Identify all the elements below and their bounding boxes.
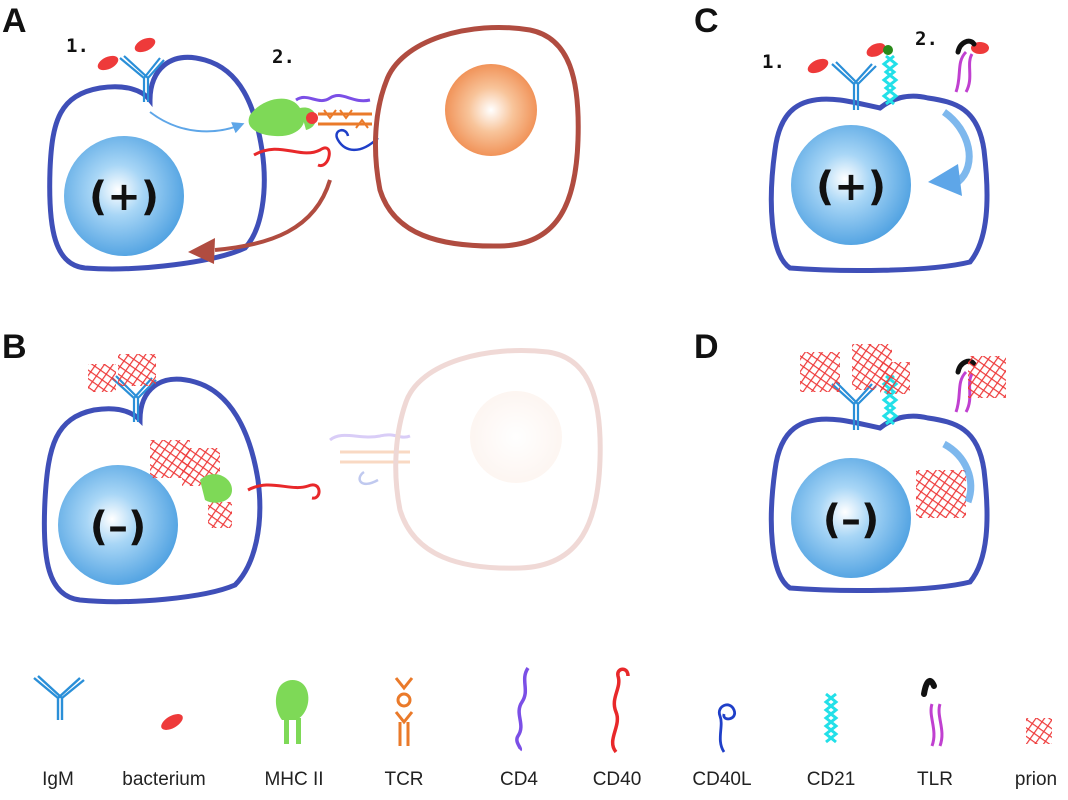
legend-icon-tlr bbox=[921, 677, 944, 747]
step-1-label-a: 1. bbox=[66, 35, 89, 57]
t-cell-membrane-a bbox=[372, 25, 581, 249]
legend-icon-bacterium bbox=[161, 714, 183, 730]
panel-letter-a: A bbox=[2, 2, 27, 40]
nucleus-a bbox=[64, 136, 184, 256]
nucleus-c bbox=[791, 125, 911, 245]
bacterium-a bbox=[97, 37, 156, 71]
legend-label-prion: prion bbox=[1015, 769, 1057, 790]
panel-c: C 1. 2. (+) bbox=[694, 2, 990, 273]
t-cell-help-arrow-a bbox=[214, 179, 332, 252]
b-cell-membrane-c bbox=[768, 93, 990, 273]
b-cell-membrane-a bbox=[47, 54, 267, 272]
legend-label-igm: IgM bbox=[42, 769, 74, 790]
b-cell-membrane-b bbox=[41, 376, 263, 605]
t-cell-nucleus-a bbox=[445, 64, 537, 156]
igm-receptor-a bbox=[119, 55, 165, 102]
cd21-receptor-c bbox=[881, 54, 899, 106]
legend-label-cd4: CD4 bbox=[500, 769, 538, 790]
signal-arrow-c bbox=[941, 109, 973, 185]
legend-icon-cd4 bbox=[515, 667, 530, 752]
complement-c3d-c bbox=[883, 45, 893, 55]
b-cell-membrane-d bbox=[768, 413, 990, 593]
panel-letter-d: D bbox=[694, 328, 719, 366]
internalization-arrow-a bbox=[149, 111, 245, 134]
panel-d: D (–) bbox=[694, 328, 1006, 593]
nucleus-sign-a: (+) bbox=[89, 174, 159, 220]
legend-icon-cd40l bbox=[717, 703, 737, 753]
legend-icon-cd21 bbox=[823, 692, 839, 744]
faded-t-cell-b bbox=[329, 347, 603, 571]
tlr-receptor-c bbox=[954, 38, 977, 93]
prion-aggregates-d bbox=[800, 344, 1006, 518]
panel-a: A 1. 2. (+) bbox=[2, 2, 581, 272]
mhc2-b bbox=[200, 474, 232, 503]
panel-letter-b: B bbox=[2, 328, 27, 366]
legend-label-cd40: CD40 bbox=[593, 769, 642, 790]
synapse-molecules-a bbox=[248, 94, 379, 167]
legend-label-tcr: TCR bbox=[384, 769, 423, 790]
legend-label-mhc2: MHC II bbox=[264, 769, 323, 790]
legend: IgM bacterium MHC II TCR CD4 CD40 CD40L … bbox=[33, 667, 1057, 790]
nucleus-sign-b: (–) bbox=[90, 504, 147, 550]
legend-icon-igm bbox=[33, 675, 85, 720]
nucleus-sign-d: (–) bbox=[823, 497, 880, 543]
panel-letter-c: C bbox=[694, 2, 719, 40]
igm-receptor-c bbox=[831, 61, 877, 110]
legend-icon-prion bbox=[1026, 718, 1052, 744]
nucleus-b bbox=[58, 465, 178, 585]
cd40-b bbox=[247, 483, 321, 500]
signal-arrow-d bbox=[942, 440, 975, 504]
legend-label-bacterium: bacterium bbox=[122, 769, 205, 790]
step-2-label-c: 2. bbox=[915, 28, 938, 50]
t-cell-help-arrowhead-a bbox=[188, 238, 215, 264]
legend-label-tlr: TLR bbox=[917, 769, 953, 790]
step-2-label-a: 2. bbox=[272, 46, 295, 68]
legend-icon-tcr bbox=[394, 677, 414, 746]
nucleus-sign-c: (+) bbox=[816, 164, 886, 210]
step-1-label-c: 1. bbox=[762, 51, 785, 73]
legend-icon-mhc2 bbox=[275, 679, 309, 744]
panel-b: B (–) bbox=[2, 328, 603, 605]
legend-label-cd40l: CD40L bbox=[692, 769, 751, 790]
signal-arrowhead-c bbox=[928, 164, 962, 196]
nucleus-d bbox=[791, 458, 911, 578]
legend-icon-cd40 bbox=[610, 667, 630, 754]
legend-label-cd21: CD21 bbox=[807, 769, 856, 790]
